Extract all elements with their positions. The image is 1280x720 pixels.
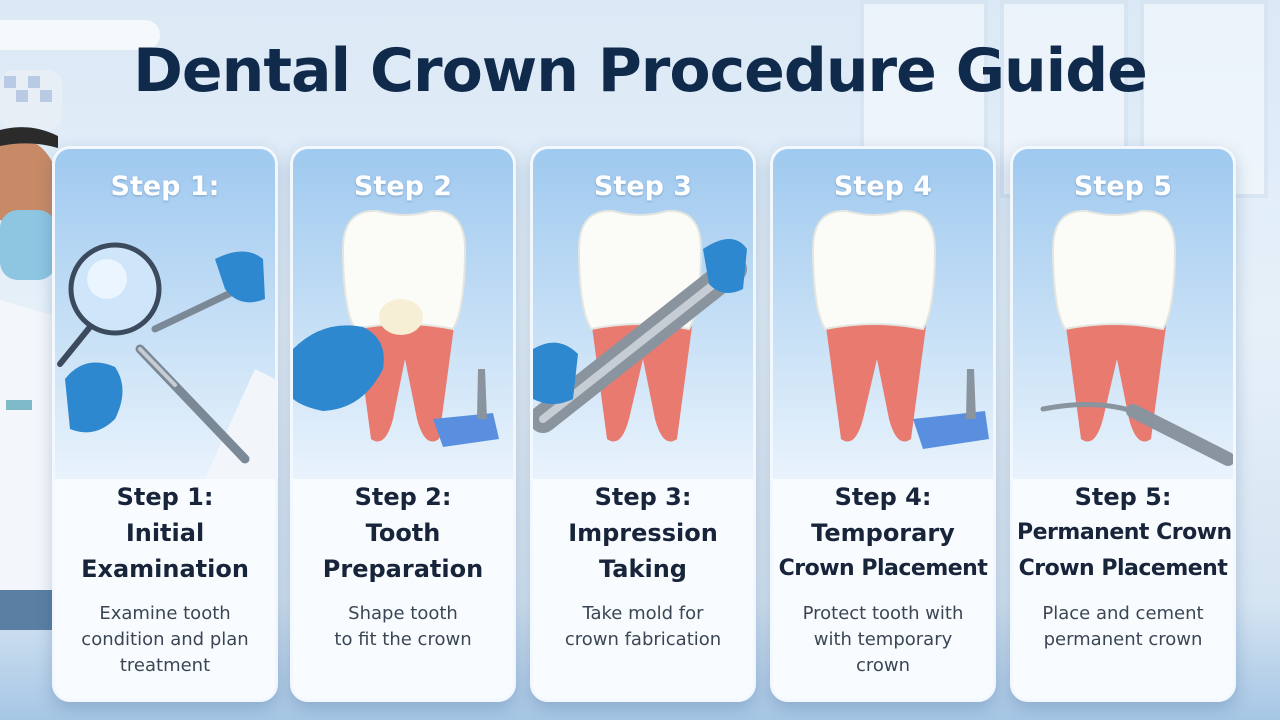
step-illustration [533,149,753,479]
step-illustration [293,149,513,479]
step-card-1: Step 1: Step 1: Initial Examination Exam… [52,146,278,702]
ceiling-lamp [0,20,160,50]
step-description-line: treatment [119,655,211,676]
step-description-line: Shape tooth [348,603,458,624]
step-top-label: Step 3 [593,171,693,202]
step-title: Step 4: Temporary Crown Placement [777,479,989,587]
permanent-crown-illustration [1040,209,1233,466]
step-top-label: Step 2 [353,171,453,202]
step-description-line: Take mold for [582,603,704,624]
page-title: Dental Crown Procedure Guide [133,36,1148,106]
step-description: Examine tooth condition and plan treatme… [65,601,265,679]
step-description: Place and cement permanent crown [1023,601,1223,653]
step-title-line: Crown Placement [778,556,988,581]
step-description-line: to fit the crown [334,629,472,650]
impression-illustration [533,209,747,442]
step-illustration [55,149,275,479]
step-description-line: Place and cement [1042,603,1204,624]
step-title-line: Tooth [365,519,441,547]
step-title-line: Temporary [811,519,955,547]
step-title-line: Crown Placement [1018,556,1228,581]
step-description: Take mold for crown fabrication [543,601,743,653]
step-top-label: Step 4 [833,171,933,202]
step-title-line: Preparation [322,555,484,583]
step-card-3: Step 3 Step 3: Impression Taking Take mo… [530,146,756,702]
step-top-label: Step 5 [1073,171,1173,202]
step-description-line: crown [855,655,911,676]
tooth-preparation-illustration [293,209,499,447]
step-title: Step 1: Initial Examination [59,479,271,587]
step-card-5: Step 5 Step 5: Permanent Crown Crown Pla… [1010,146,1236,702]
temporary-crown-illustration [811,209,989,449]
step-description: Protect tooth with with temporary crown [783,601,983,679]
step-title-line: Step 4: [834,483,932,511]
step-title-line: Examination [81,555,249,583]
step-description-line: Examine tooth [99,603,231,624]
step-title-line: Step 3: [594,483,692,511]
step-description-line: Protect tooth with [802,603,964,624]
step-illustration [773,149,993,479]
step-illustration [1013,149,1233,479]
step-title-line: Impression [568,519,718,547]
step-description-line: condition and plan [81,629,249,650]
step-card-4: Step 4 Step 4: Temporary Crown Placement… [770,146,996,702]
step-title-line: Step 5: [1074,483,1172,511]
step-description-line: with temporary [813,629,953,650]
step-title-line: Initial [125,519,205,547]
step-title-line: Step 2: [354,483,452,511]
step-description-line: permanent crown [1043,629,1203,650]
examination-illustration [57,242,275,479]
step-card-2: Step 2 Step 2: Tooth Preparation Shape t… [290,146,516,702]
step-title-line: Taking [599,555,687,583]
step-title-line: Step 1: [116,483,214,511]
step-top-label: Step 1: [110,171,220,202]
step-title: Step 5: Permanent Crown Crown Placement [1017,479,1232,587]
step-description-line: crown fabrication [564,629,722,650]
step-title: Step 3: Impression Taking [537,479,749,587]
step-description: Shape tooth to fit the crown [303,601,503,653]
step-title-line: Permanent Crown [1017,520,1232,545]
step-title: Step 2: Tooth Preparation [297,479,509,587]
steps-row: Step 1: Step 1: Initial Examination Exam… [52,146,1236,702]
